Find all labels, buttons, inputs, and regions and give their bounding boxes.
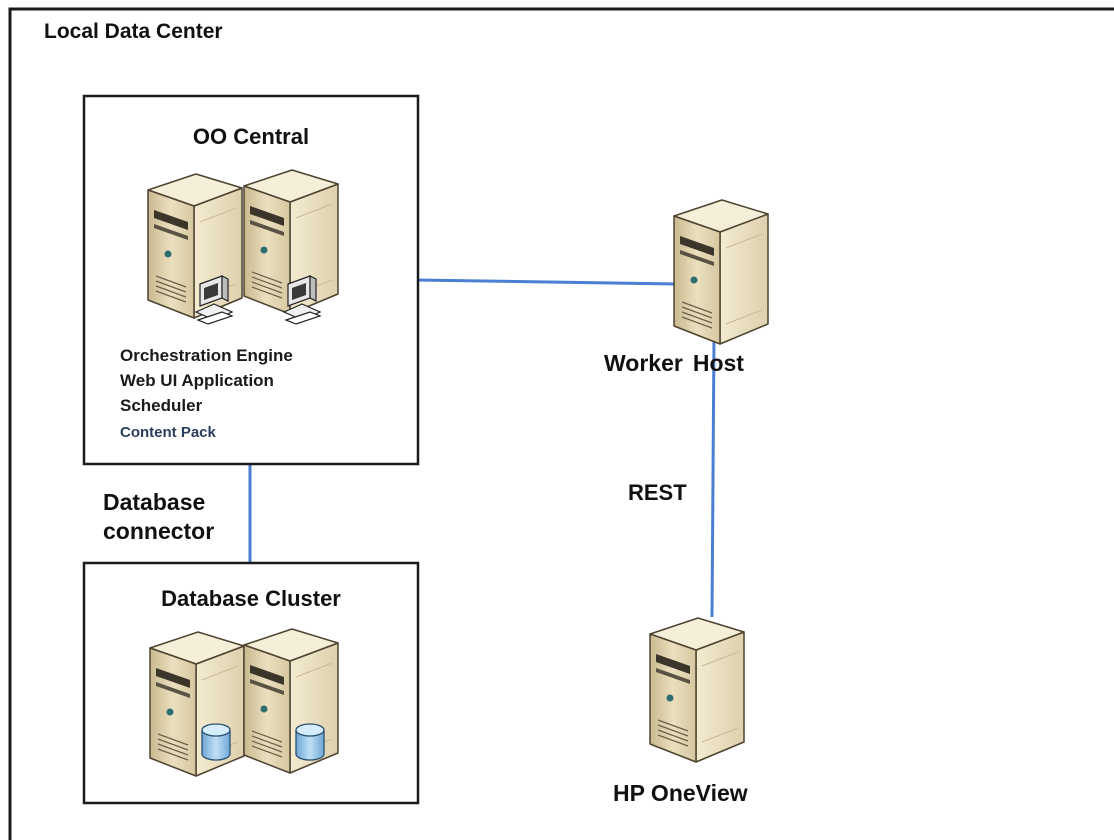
database-cluster-title: Database Cluster (161, 586, 341, 611)
hp-oneview-label: HP OneView (613, 780, 748, 806)
component-label: Scheduler (120, 396, 203, 415)
worker-host-label: Worker Host (604, 350, 744, 377)
database-connector-label: Database connector (103, 488, 214, 546)
component-label: Content Pack (120, 424, 216, 441)
host-word: Host (692, 350, 744, 376)
frame-title: Local Data Center (44, 20, 223, 43)
database-icon (201, 723, 231, 761)
rest-line (710, 337, 716, 618)
server-icon (649, 617, 745, 763)
component-label: Orchestration Engine (120, 346, 293, 365)
component-label: Web UI Application (120, 371, 274, 390)
worker-word: Worker (604, 350, 683, 376)
oo-central-title: OO Central (192, 124, 310, 149)
rest-label: REST (628, 480, 687, 505)
database-connector-line1: Database (103, 489, 206, 515)
oo-to-worker-line (415, 278, 679, 286)
data-center-frame (8, 7, 1114, 840)
server-icon (673, 199, 769, 345)
database-icon (295, 723, 325, 761)
database-connector-line2: connector (103, 518, 215, 544)
